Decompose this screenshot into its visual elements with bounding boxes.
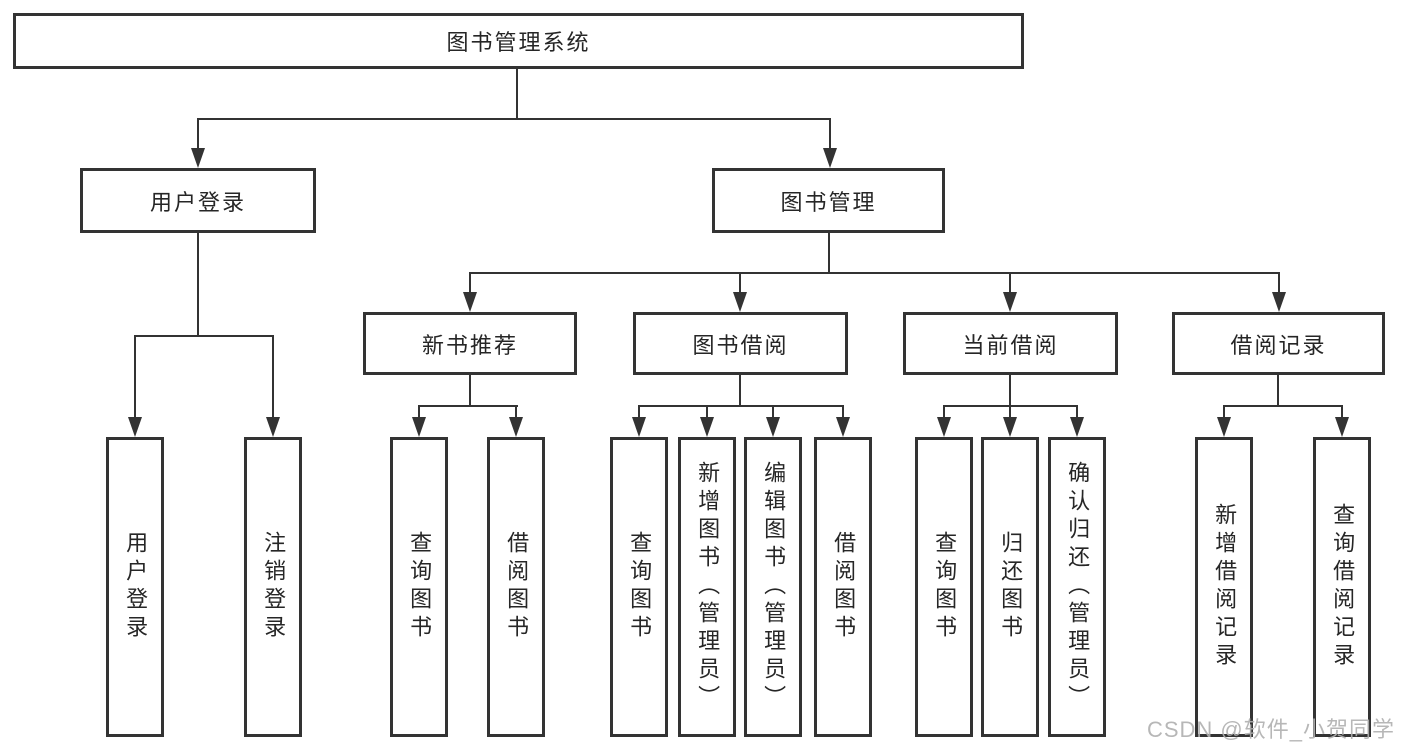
arrow-down-icon: [509, 417, 523, 437]
connector-g2-hline: [638, 405, 844, 407]
arrow-down-icon: [733, 292, 747, 312]
leaf-edit-book-admin-label: 编辑图书（管理员）: [761, 461, 787, 713]
connector-login-hline: [134, 335, 274, 337]
leaf-edit-book-admin: 编辑图书（管理员）: [744, 437, 802, 737]
connector-g3c2-drop: [1009, 405, 1011, 419]
leaf-add-borrow-record-label: 新增借阅记录: [1212, 503, 1238, 671]
connector-login-child1-drop: [134, 335, 136, 417]
leaf-query-books-2: 查询图书: [610, 437, 668, 737]
leaf-return-books: 归还图书: [981, 437, 1039, 737]
arrow-down-icon: [128, 417, 142, 437]
connector-group2-drop: [739, 272, 741, 292]
arrow-down-icon: [463, 292, 477, 312]
leaf-query-books-2-label: 查询图书: [627, 531, 653, 643]
leaf-add-book-admin-label: 新增图书（管理员）: [695, 461, 721, 713]
leaf-query-books-3: 查询图书: [915, 437, 973, 737]
arrow-down-icon: [823, 148, 837, 168]
leaf-query-books-3-label: 查询图书: [932, 531, 958, 643]
connector-login-drop: [197, 118, 199, 150]
connector-g2-stem: [739, 375, 741, 406]
arrow-down-icon: [632, 417, 646, 437]
connector-g4-hline: [1223, 405, 1343, 407]
arrow-down-icon: [766, 417, 780, 437]
arrow-down-icon: [1003, 292, 1017, 312]
arrow-down-icon: [1003, 417, 1017, 437]
leaf-logout-label: 注销登录: [261, 531, 287, 643]
leaf-add-book-admin: 新增图书（管理员）: [678, 437, 736, 737]
connector-g2c2-drop: [706, 405, 708, 419]
arrow-down-icon: [1217, 417, 1231, 437]
connector-g1-stem: [469, 375, 471, 406]
node-borrow-records-label: 借阅记录: [1230, 332, 1327, 358]
node-current-borrow-label: 当前借阅: [962, 332, 1059, 358]
connector-group4-drop: [1278, 272, 1280, 292]
leaf-borrow-books-1: 借阅图书: [487, 437, 545, 737]
leaf-query-books-1-label: 查询图书: [407, 531, 433, 643]
connector-g2c3-drop: [772, 405, 774, 419]
connector-root-hline: [197, 118, 831, 120]
node-new-book-recommend: 新书推荐: [363, 312, 577, 375]
connector-mgmt-drop: [829, 118, 831, 150]
connector-g4-stem: [1277, 375, 1279, 406]
node-book-management: 图书管理: [712, 168, 945, 233]
arrow-down-icon: [412, 417, 426, 437]
leaf-borrow-books-2: 借阅图书: [814, 437, 872, 737]
leaf-user-login-label: 用户登录: [123, 531, 149, 643]
leaf-add-borrow-record: 新增借阅记录: [1195, 437, 1253, 737]
connector-g3c1-drop: [943, 405, 945, 419]
arrow-down-icon: [700, 417, 714, 437]
node-book-borrow: 图书借阅: [633, 312, 848, 375]
node-book-borrow-label: 图书借阅: [692, 332, 789, 358]
connector-g2c1-drop: [638, 405, 640, 419]
csdn-watermark: CSDN @软件_小贺同学: [1146, 717, 1395, 742]
arrow-down-icon: [937, 417, 951, 437]
arrow-down-icon: [1335, 417, 1349, 437]
node-user-login: 用户登录: [80, 168, 316, 233]
connector-login-stem: [197, 233, 199, 335]
leaf-return-books-label: 归还图书: [998, 531, 1024, 643]
leaf-user-login: 用户登录: [106, 437, 164, 737]
connector-g4c1-drop: [1223, 405, 1225, 419]
connector-group3-drop: [1009, 272, 1011, 292]
node-borrow-records: 借阅记录: [1172, 312, 1385, 375]
connector-group1-drop: [469, 272, 471, 292]
leaf-borrow-books-1-label: 借阅图书: [504, 531, 530, 643]
node-user-login-label: 用户登录: [149, 189, 246, 215]
node-root: 图书管理系统: [13, 13, 1024, 69]
leaf-query-borrow-record-label: 查询借阅记录: [1330, 503, 1356, 671]
arrow-down-icon: [191, 148, 205, 168]
connector-g1c1-drop: [418, 405, 420, 419]
connector-root-stem: [516, 69, 518, 118]
leaf-query-books-1: 查询图书: [390, 437, 448, 737]
connector-g1-hline: [418, 405, 518, 407]
leaf-logout: 注销登录: [244, 437, 302, 737]
arrow-down-icon: [1070, 417, 1084, 437]
arrow-down-icon: [1272, 292, 1286, 312]
connector-g3c3-drop: [1076, 405, 1078, 419]
connector-g3-stem: [1009, 375, 1011, 406]
node-current-borrow: 当前借阅: [903, 312, 1118, 375]
node-new-book-recommend-label: 新书推荐: [421, 332, 518, 358]
connector-mgmt-stem: [828, 233, 830, 272]
leaf-confirm-return-admin-label: 确认归还（管理员）: [1065, 461, 1091, 713]
arrow-down-icon: [836, 417, 850, 437]
connector-g2c4-drop: [842, 405, 844, 419]
connector-mgmt-hline: [469, 272, 1280, 274]
connector-g1c2-drop: [515, 405, 517, 419]
leaf-confirm-return-admin: 确认归还（管理员）: [1048, 437, 1106, 737]
node-root-label: 图书管理系统: [446, 30, 591, 55]
node-book-management-label: 图书管理: [780, 189, 877, 215]
arrow-down-icon: [266, 417, 280, 437]
leaf-query-borrow-record: 查询借阅记录: [1313, 437, 1371, 737]
leaf-borrow-books-2-label: 借阅图书: [831, 531, 857, 643]
connector-login-child2-drop: [272, 335, 274, 417]
connector-g4c2-drop: [1341, 405, 1343, 419]
